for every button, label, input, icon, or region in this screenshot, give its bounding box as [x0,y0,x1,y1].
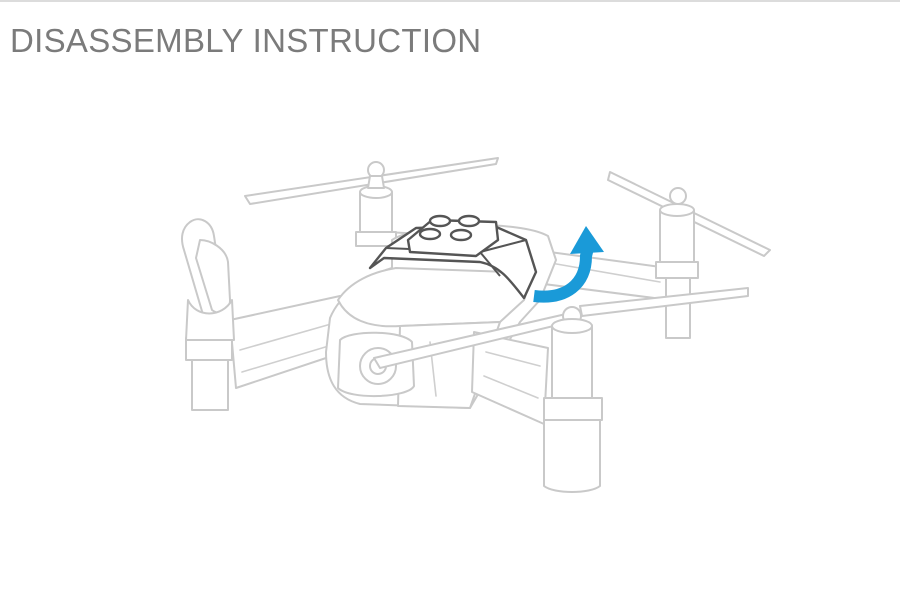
front-right-arm [471,331,549,425]
motor-front-right [373,287,749,493]
cover-studs [418,214,481,242]
drone-icon [181,157,771,493]
motor-front-left [181,218,235,411]
top-divider [0,0,900,2]
curved-arrow-up-icon [533,226,604,303]
top-cover-part [368,214,538,300]
motor-rear-left [244,157,499,247]
page-title: DISASSEMBLY INSTRUCTION [10,22,482,59]
motor-rear-right [607,171,771,339]
